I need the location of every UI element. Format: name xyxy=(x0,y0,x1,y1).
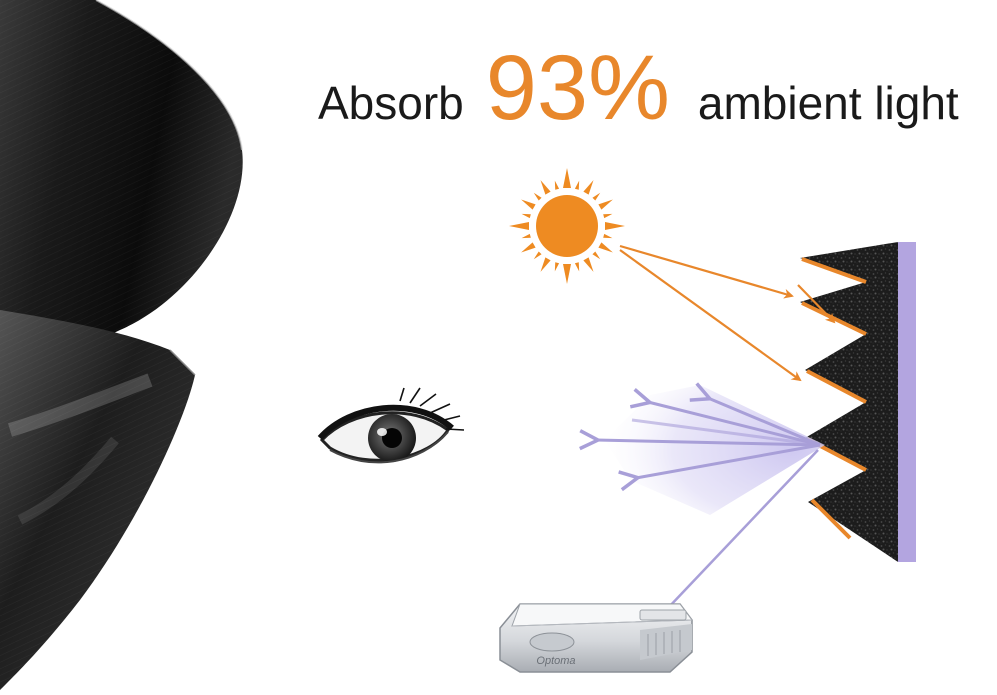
sun-icon xyxy=(509,168,625,284)
projector-brand-label: Optoma xyxy=(536,655,575,667)
headline-percentage: 93% xyxy=(485,37,670,139)
absorbing-layer xyxy=(800,242,898,562)
headline-prefix: Absorb xyxy=(318,77,464,129)
projector-beam xyxy=(667,449,819,609)
headline-suffix: ambient light xyxy=(697,77,959,129)
screen-cross-section xyxy=(800,242,916,562)
ambient-light-rays xyxy=(619,244,836,382)
headline: Absorb 93% ambient light xyxy=(318,42,993,152)
projector-icon: Optoma xyxy=(499,603,693,673)
reflected-light-fan xyxy=(596,385,825,515)
screen-film-roll xyxy=(0,0,243,690)
screen-backing xyxy=(898,242,916,562)
eye-icon xyxy=(317,387,465,464)
